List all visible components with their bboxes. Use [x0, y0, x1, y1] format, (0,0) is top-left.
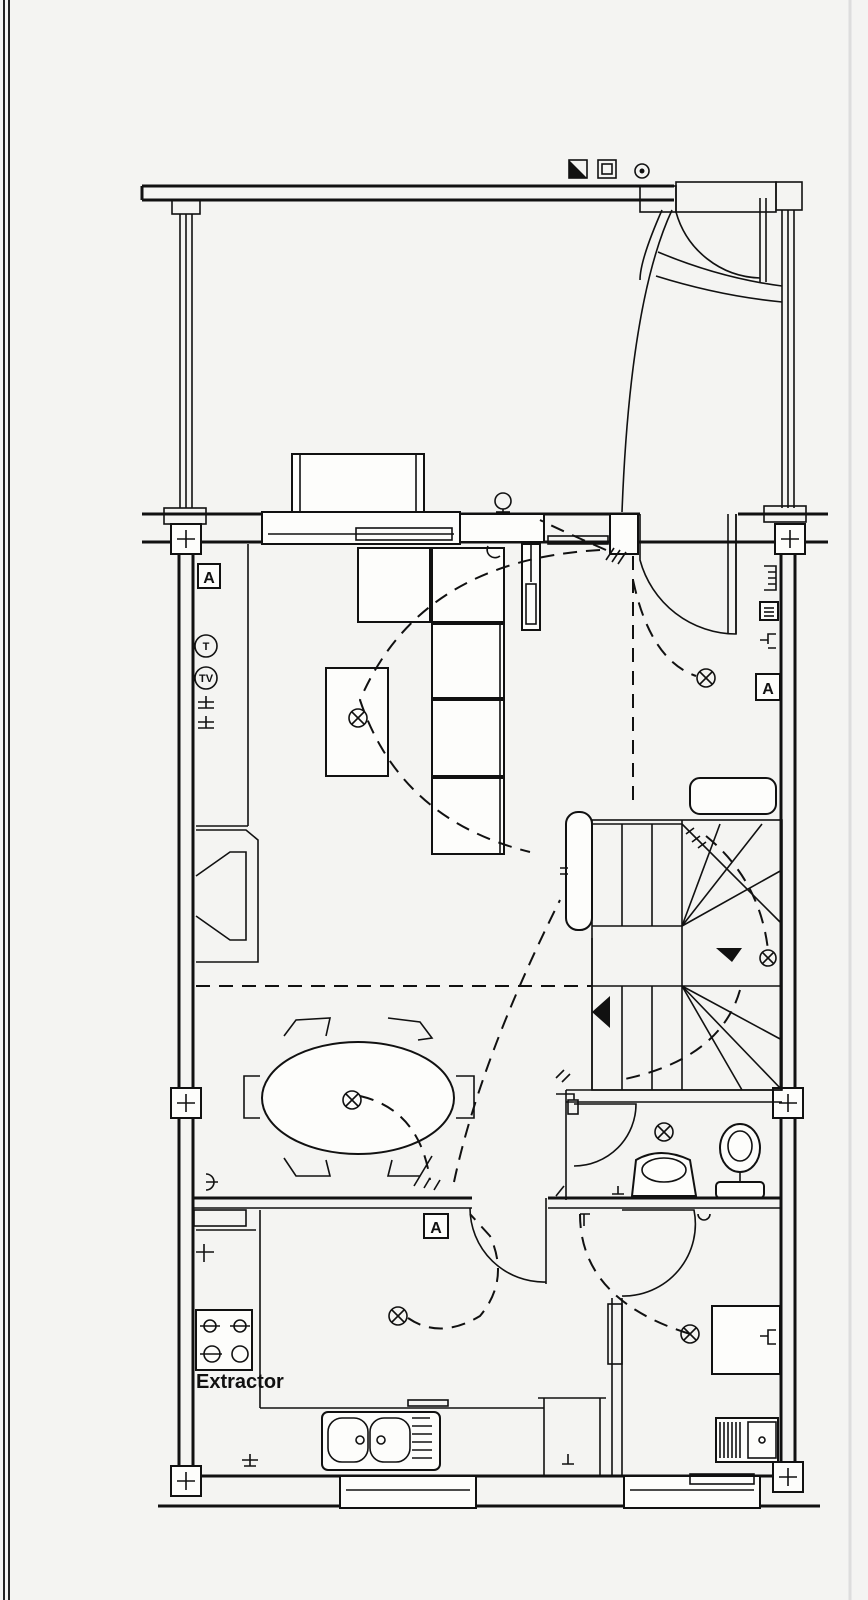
legend-symbols [568, 159, 650, 179]
kitchen-walls [193, 1196, 782, 1476]
dining-area [196, 899, 592, 1191]
aerial-marker-3: A [430, 1220, 442, 1237]
kitchen [193, 1209, 606, 1476]
aerial-label: A [203, 570, 215, 587]
front-garden [140, 181, 803, 515]
wc [555, 1069, 782, 1200]
aerial-label: A [762, 681, 774, 698]
hall [605, 547, 781, 815]
extractor-label: Extractor [196, 1371, 284, 1393]
staircase [560, 811, 783, 1091]
aerial-marker-2: A [762, 681, 774, 698]
tv-socket-label: TV [199, 673, 214, 685]
house-walls [158, 554, 820, 1509]
living-room [194, 519, 607, 963]
aerial-marker-1: A [203, 570, 215, 587]
aerial-label: A [430, 1220, 442, 1237]
sheet-edge [3, 0, 852, 1600]
phone-socket-label: T [203, 641, 210, 653]
utility-room [579, 1213, 781, 1463]
front-wall [142, 492, 828, 635]
